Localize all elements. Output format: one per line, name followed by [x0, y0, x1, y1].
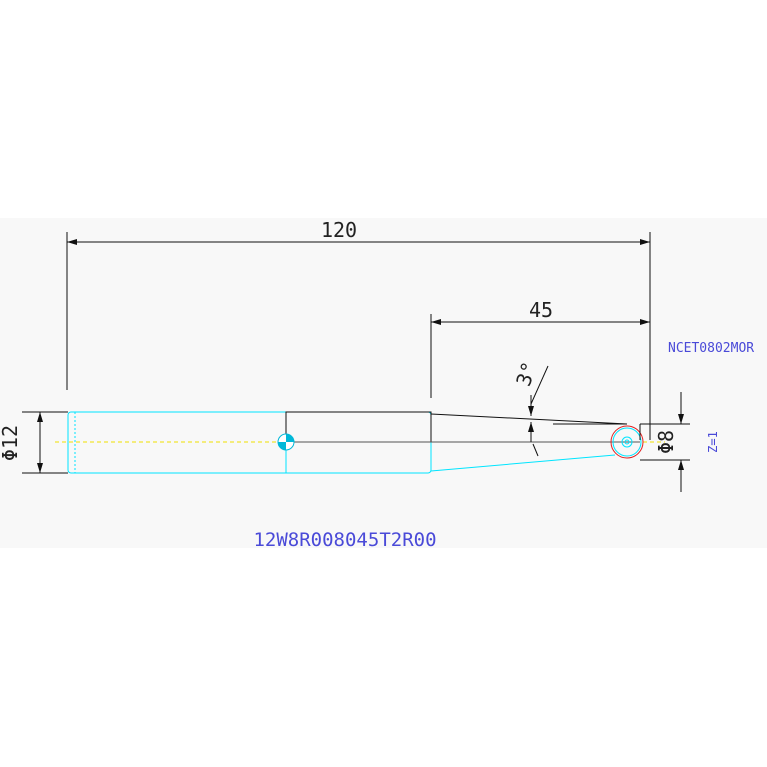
centroid-marker: [277, 433, 295, 451]
dimension-shank-diameter: [22, 411, 68, 474]
dimension-overall-length: [66, 232, 651, 440]
tool-taper: [430, 413, 628, 472]
dimension-tip-diameter: [640, 392, 690, 492]
dim-overall-length-label: 120: [321, 218, 357, 242]
dimension-taper-angle: [528, 365, 549, 457]
dim-tip-diameter-label: Φ8: [654, 430, 678, 454]
tool-tip: [610, 424, 644, 459]
part-number-label: 12W8R008045T2R00: [253, 529, 436, 551]
dimension-taper-length: [430, 314, 650, 398]
dim-taper-length-label: 45: [529, 298, 553, 322]
insert-code-label: NCET0802MOR: [668, 341, 754, 356]
dim-shank-diameter-label: Φ12: [0, 425, 22, 461]
flute-count-label: Z=1: [706, 431, 720, 453]
drawing-panel: [0, 218, 767, 548]
